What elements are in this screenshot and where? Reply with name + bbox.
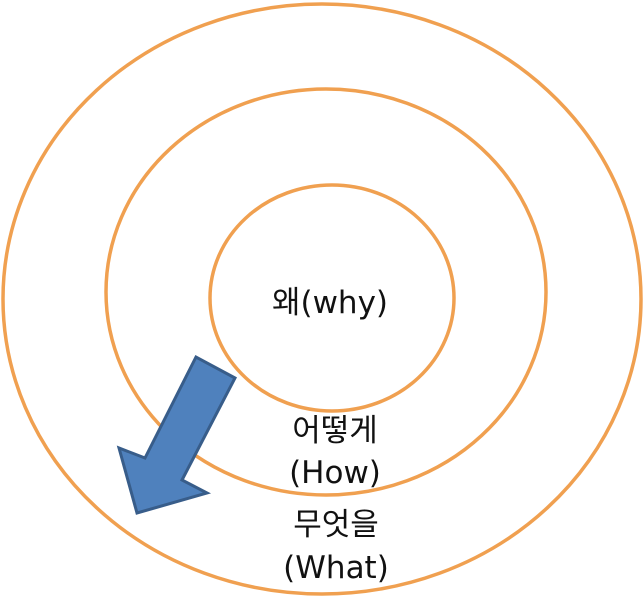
middle-circle (104, 87, 548, 497)
what-label-line1: 무엇을 (293, 507, 379, 543)
why-label: 왜(why) (272, 285, 388, 321)
how-label-line1: 어떻게 (292, 413, 378, 449)
how-label-line2: (How) (289, 455, 381, 491)
what-label-line2: (What) (283, 550, 389, 586)
inner-circle (208, 183, 456, 413)
arrow-down-left-icon (116, 354, 238, 515)
